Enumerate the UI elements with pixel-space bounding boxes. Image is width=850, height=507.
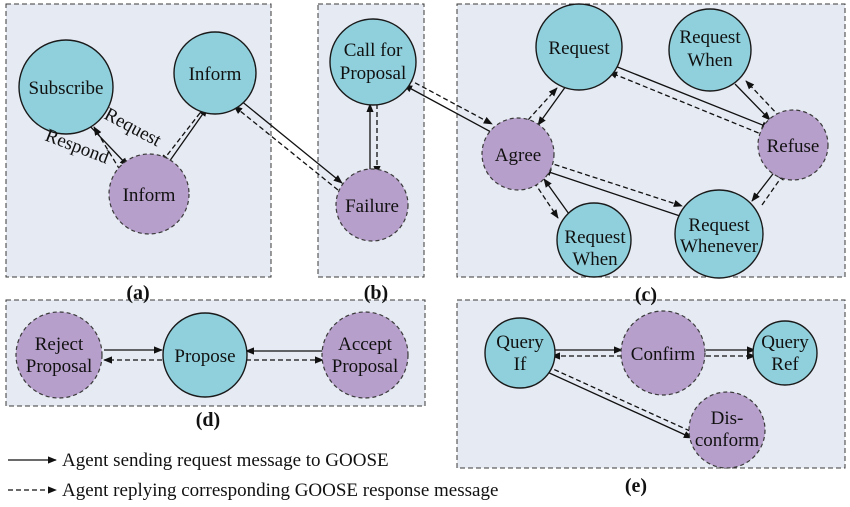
node-accept-proposal-line1: Accept (338, 334, 393, 355)
node-accept-proposal-line2: Proposal (332, 356, 399, 377)
node-failure-label: Failure (345, 196, 399, 217)
edge-refuse-to-requestwhen (745, 80, 781, 118)
legend-solid-label: Agent sending request message to GOOSE (62, 450, 389, 471)
node-inform-bottom-label: Inform (123, 185, 176, 206)
node-propose-label: Propose (174, 346, 235, 367)
edge-disconform-to-queryif (541, 363, 691, 432)
node-call-for-proposal-line1: Call for (344, 40, 403, 61)
node-request-when-top-line2: When (687, 50, 733, 71)
edge-agree-to-requestwhen (533, 181, 559, 219)
node-query-if-line1: Query (496, 332, 544, 353)
edge-inform-to-inform (168, 107, 208, 163)
node-confirm-label: Confirm (631, 344, 696, 365)
legend-dashed-label: Agent replying corresponding GOOSE respo… (62, 480, 498, 501)
panel-label-a: (a) (126, 282, 149, 304)
node-disconform-line1: Dis- (711, 408, 744, 429)
edge-request-to-agree (537, 85, 567, 126)
node-request-when-bottom (556, 202, 632, 278)
node-request-whenever (674, 189, 764, 279)
edge-whenever-to-refuse (751, 169, 777, 202)
node-call-for-proposal (329, 18, 417, 106)
node-request-label: Request (548, 38, 610, 59)
panel-label-c: (c) (635, 284, 657, 306)
panel-label-b: (b) (364, 282, 388, 304)
edge-refuse-to-request (608, 71, 767, 137)
node-inform-top-label: Inform (189, 64, 242, 85)
edge-whenever-to-agree (542, 169, 681, 217)
node-disconform-line2: conform (695, 430, 760, 451)
node-request (535, 3, 623, 91)
node-request-whenever-line2: Whenever (680, 236, 759, 257)
node-refuse-label: Refuse (767, 136, 820, 157)
node-query-if (484, 317, 556, 389)
node-request-when-bottom-line2: When (572, 249, 618, 270)
node-inform-top (173, 31, 257, 115)
node-query-if-line2: If (514, 354, 527, 375)
node-reject-proposal-line2: Proposal (26, 356, 93, 377)
node-accept-proposal (321, 311, 409, 399)
edge-inform-to-subscribe (93, 126, 121, 171)
edge-agree-to-cfp (403, 84, 492, 133)
edge-agree-to-request (527, 87, 558, 121)
node-subscribe (18, 39, 114, 135)
edge-inform-to-failure (239, 99, 343, 184)
node-inform-bottom (108, 153, 190, 235)
node-query-ref-line2: Ref (771, 354, 799, 375)
node-subscribe-label: Subscribe (29, 78, 104, 99)
node-reject-proposal (15, 311, 103, 399)
node-query-ref (752, 320, 818, 386)
panel-label-d: (d) (196, 409, 220, 431)
edge-requestwhen-to-agree (543, 178, 570, 215)
node-request-when-top-line1: Request (679, 27, 741, 48)
node-query-ref-line1: Query (761, 332, 809, 353)
node-reject-proposal-line1: Reject (35, 334, 84, 355)
node-agree-label: Agree (495, 145, 541, 166)
edge-inform-reply (160, 112, 201, 164)
panel-label-e: (e) (625, 475, 647, 497)
edge-failure-to-inform (233, 105, 339, 191)
edge-requestwhen-to-refuse (734, 83, 771, 121)
edge-queryif-to-disconform (544, 370, 693, 439)
node-call-for-proposal-line2: Proposal (340, 63, 407, 84)
node-refuse (757, 109, 829, 181)
node-disconform (688, 391, 766, 469)
node-agree (481, 117, 555, 191)
node-confirm (620, 310, 706, 396)
edge-request-to-refuse (609, 63, 771, 129)
node-propose (162, 312, 248, 398)
node-request-when-top (668, 8, 752, 92)
node-request-when-bottom-line1: Request (564, 227, 626, 248)
node-request-whenever-line1: Request (688, 215, 750, 236)
node-failure (335, 168, 409, 242)
